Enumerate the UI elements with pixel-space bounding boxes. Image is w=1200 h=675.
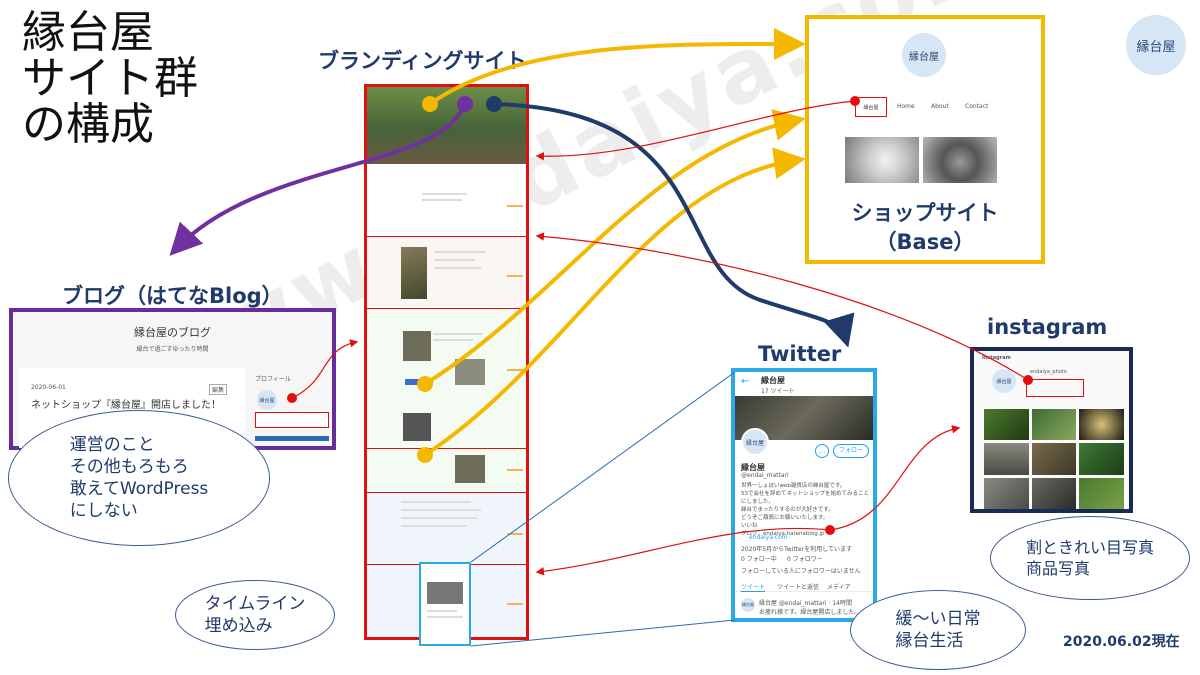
shop-product-image-2[interactable]	[923, 137, 997, 183]
instagram-app-name: Instagram	[982, 355, 1011, 361]
instagram-label: instagram	[987, 315, 1108, 339]
blog-site-title[interactable]: 縁台屋のブログ	[134, 326, 211, 339]
twitter-joined: 2020年5月からTwitterを利用しています	[741, 546, 853, 553]
shop-nav-item-1[interactable]: Home	[897, 103, 915, 110]
shop-nav-home-logo[interactable]: 縁台屋	[855, 97, 887, 117]
shop-frame: 縁台屋 縁台屋 Home About Contact ショップサイト （Base…	[805, 15, 1045, 264]
blog-label: ブログ（はてなBlog）	[62, 284, 283, 308]
instagram-avatar-text: 縁台屋	[996, 378, 1012, 385]
page-title: 縁台屋 サイト群 の構成	[22, 7, 198, 150]
branding-label: ブランディングサイト	[318, 49, 527, 73]
date-stamp: 2020.06.02現在	[1063, 634, 1180, 650]
instagram-photo-9[interactable]	[1079, 477, 1124, 509]
instagram-photo-6[interactable]	[1079, 443, 1124, 475]
shop-logo-text: 縁台屋	[909, 51, 939, 63]
tweet-avatar-text: 縁台屋	[742, 602, 754, 607]
twitter-followers-count[interactable]: 0 フォロワー	[787, 556, 823, 563]
branding-section-5	[367, 493, 526, 565]
twitter-no-followers: フォローしている人にフォロワーはいません	[741, 568, 861, 575]
bubble-instagram-note-text: 割ときれい目写真 商品写真	[1025, 538, 1154, 578]
branding-section-3	[367, 309, 526, 449]
instagram-avatar[interactable]: 縁台屋	[992, 369, 1016, 393]
twitter-following-count[interactable]: 0 フォロー中	[741, 556, 777, 563]
twitter-frame: ← 縁台屋 17 ツイート 縁台屋 … フォロー 縁台屋 @endai_matt…	[731, 368, 877, 622]
shop-nav: 縁台屋 Home About Contact	[855, 97, 1035, 119]
twitter-back-icon[interactable]: ←	[741, 376, 750, 387]
branding-section-2	[367, 237, 526, 309]
blog-post-date: 2020-06-01	[31, 384, 66, 391]
bubble-twitter-note: 緩～い日常 縁台生活	[850, 590, 1026, 670]
twitter-tab-tweets[interactable]: ツイート	[741, 584, 766, 592]
twitter-account-name: 縁台屋	[741, 463, 765, 472]
twitter-more-button[interactable]: …	[815, 444, 829, 458]
instagram-photo-1[interactable]	[984, 409, 1029, 441]
twitter-avatar[interactable]: 縁台屋	[741, 428, 769, 456]
twitter-tabs: ツイート ツイートと返信 メディア	[735, 580, 873, 592]
instagram-photo-2[interactable]	[1031, 409, 1077, 441]
bubble-blog-note: 運営のこと その他もろもろ 敢えてWordPress にしない	[8, 410, 270, 546]
tweet-header: 縁台屋 @endai_mattari · 14時間	[759, 600, 852, 607]
instagram-photo-5[interactable]	[1031, 443, 1077, 475]
twitter-link[interactable]: endaiya.com	[749, 534, 788, 541]
shop-nav-item-0: 縁台屋	[863, 104, 879, 111]
shop-nav-item-3[interactable]: Contact	[965, 103, 989, 110]
blog-profile-box	[255, 412, 329, 428]
blog-profile-label: プロフィール	[255, 376, 291, 383]
twitter-tweet-count: 17 ツイート	[761, 388, 795, 395]
shop-nav-item-2[interactable]: About	[931, 103, 949, 110]
instagram-photo-3[interactable]	[1079, 409, 1124, 441]
tweet-text: お疲れ様です。縁台屋開店しました。	[759, 609, 861, 616]
bubble-instagram-note: 割ときれい目写真 商品写真	[990, 516, 1190, 600]
instagram-frame: Instagram 縁台屋 endaiya_photo	[970, 347, 1133, 513]
branding-section-1	[367, 165, 526, 237]
blog-post-title[interactable]: ネットショップ『縁台屋』開店しました！	[31, 400, 221, 411]
twitter-handle: @endai_mattari	[741, 472, 789, 479]
bubble-timeline-text: タイムライン 埋め込み	[204, 594, 306, 636]
branding-section-4	[367, 449, 526, 493]
twitter-label: Twitter	[758, 342, 842, 366]
shop-product-image-1[interactable]	[845, 137, 919, 183]
instagram-grid	[984, 409, 1124, 509]
tweet-avatar[interactable]: 縁台屋	[741, 598, 755, 612]
corner-logo: 縁台屋	[1126, 15, 1186, 75]
branding-hero-image	[367, 87, 526, 164]
blog-profile-avatar[interactable]: 縁台屋	[257, 390, 277, 410]
corner-logo-text: 縁台屋	[1136, 39, 1176, 55]
instagram-bio-box	[1026, 379, 1084, 397]
shop-label: ショップサイト （Base）	[851, 201, 999, 254]
twitter-tab-media[interactable]: メディア	[827, 584, 851, 591]
instagram-photo-8[interactable]	[1031, 477, 1077, 509]
blog-avatar-text: 縁台屋	[259, 397, 275, 404]
bubble-timeline: タイムライン 埋め込み	[175, 580, 335, 650]
instagram-account[interactable]: endaiya_photo	[1030, 369, 1067, 375]
twitter-bio: 世界一しょぼいweb雑貨店の縁台屋です。 53で会社を辞めてネットショップを始め…	[741, 483, 870, 537]
twitter-follow-button[interactable]: フォロー	[833, 444, 870, 458]
blog-edit-button[interactable]: 編集	[209, 384, 228, 395]
instagram-photo-4[interactable]	[984, 443, 1029, 475]
bubble-twitter-note-text: 緩～い日常 縁台生活	[895, 609, 981, 651]
timeline-embed-frame	[419, 562, 471, 646]
shop-logo: 縁台屋	[902, 33, 946, 77]
bubble-blog-note-text: 運営のこと その他もろもろ 敢えてWordPress にしない	[69, 435, 209, 521]
blog-sidebar: プロフィール 縁台屋	[253, 368, 333, 448]
branding-frame	[364, 84, 529, 640]
blog-site-subtitle: 縁台で過ごすゆったり時間	[136, 346, 209, 353]
instagram-photo-7[interactable]	[984, 477, 1029, 509]
twitter-avatar-text: 縁台屋	[745, 439, 764, 447]
twitter-account-name-top: 縁台屋	[761, 376, 785, 385]
twitter-tab-replies[interactable]: ツイートと返信	[777, 584, 820, 591]
